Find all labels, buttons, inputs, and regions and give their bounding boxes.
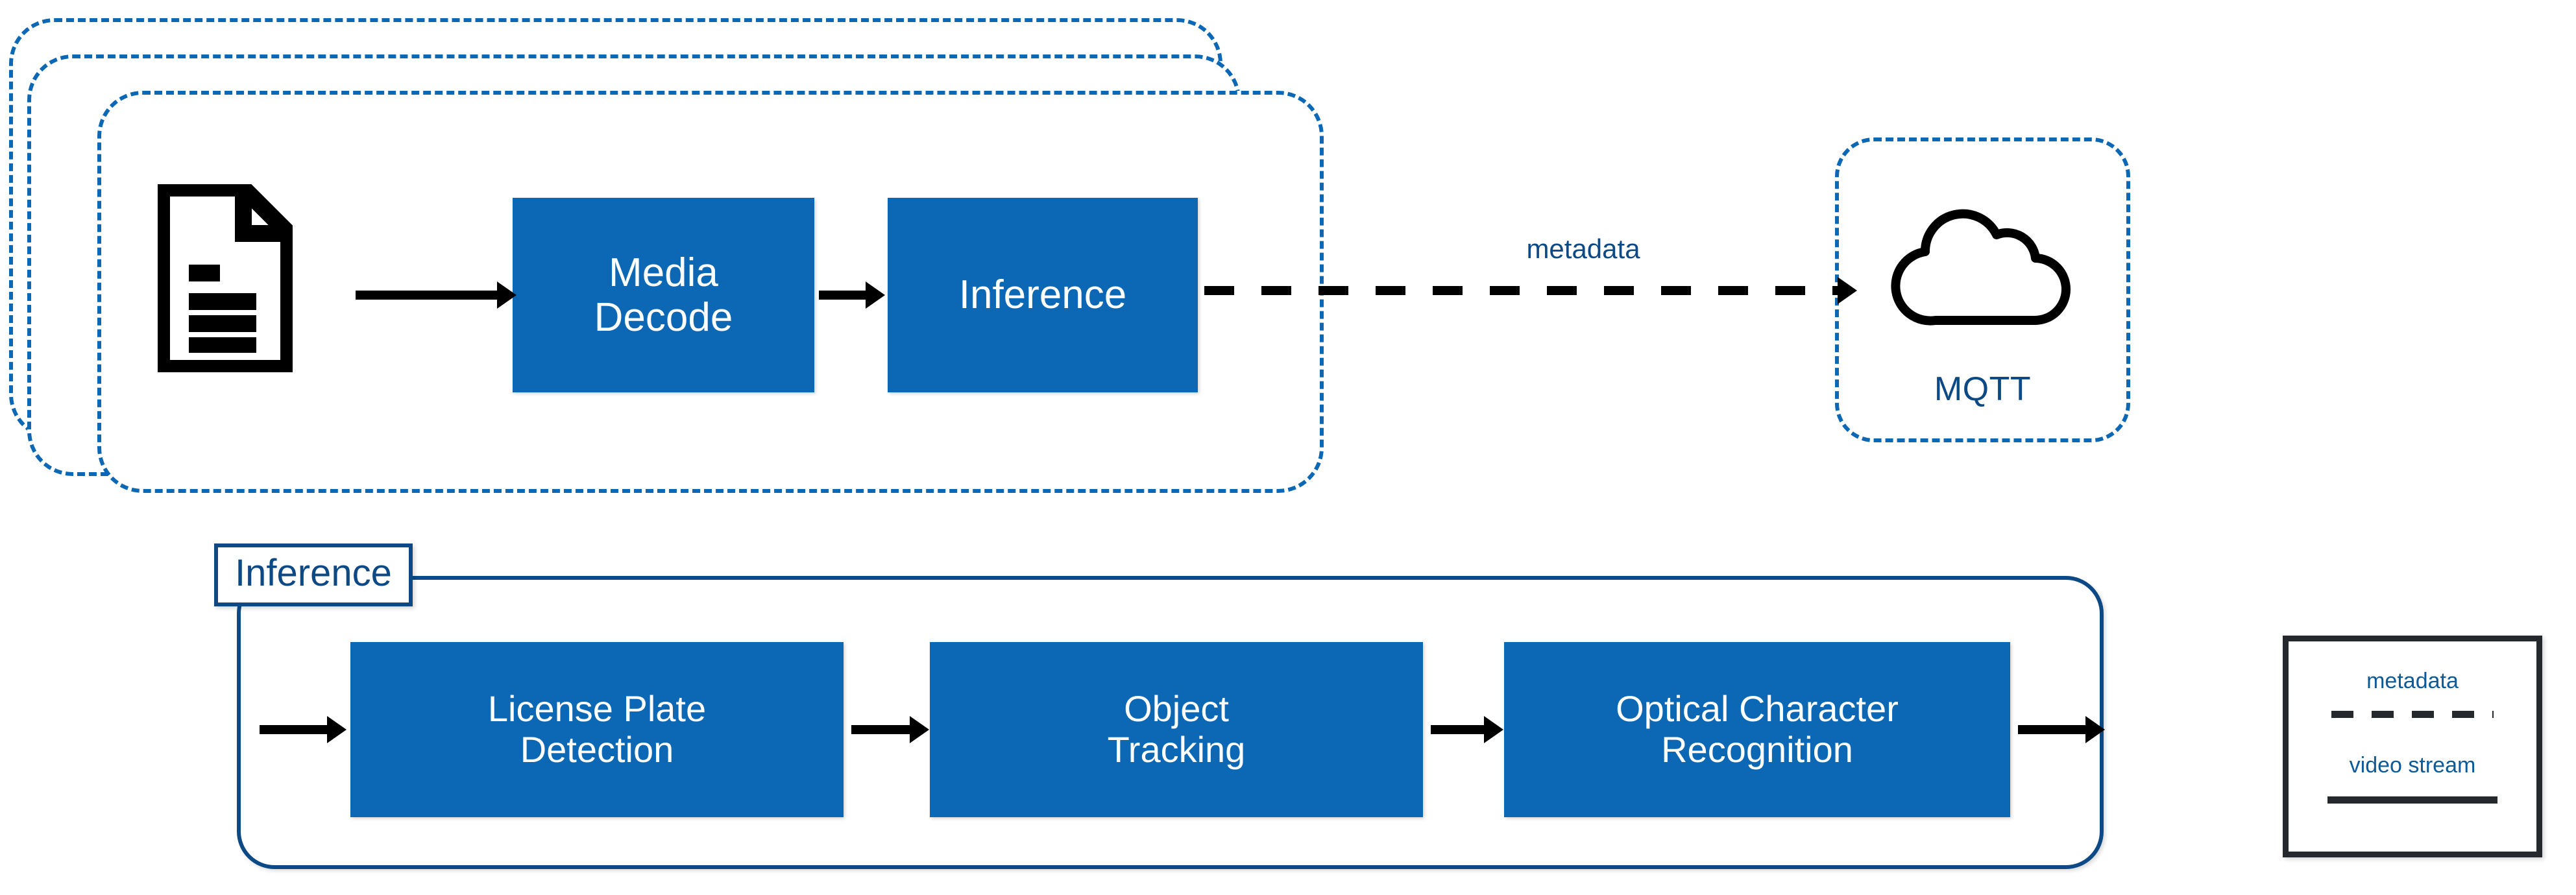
arrow-out-of-ocr [2018, 725, 2088, 734]
inference-group-label: Inference [214, 543, 413, 606]
edge-label-metadata: metadata [1526, 233, 1640, 264]
block-ocr-line2: Recognition [1661, 729, 1853, 770]
block-ocr-line1: Optical Character [1616, 688, 1899, 730]
mqtt-container[interactable]: MQTT [1835, 137, 2130, 442]
cloud-icon [1889, 201, 2077, 334]
arrow-lpd-to-object-tracking [851, 725, 912, 734]
block-object-tracking[interactable]: Object Tracking [930, 642, 1423, 817]
block-media-decode-line2: Decode [594, 295, 733, 340]
legend-label-video-stream: video stream [2349, 753, 2476, 778]
arrow-into-license-plate-detection [260, 725, 330, 734]
arrow-inference-to-mqtt-dashed [1204, 286, 1840, 295]
block-media-decode[interactable]: Media Decode [513, 198, 814, 392]
block-license-plate-detection-line2: Detection [520, 729, 674, 770]
block-object-tracking-line2: Tracking [1107, 729, 1246, 770]
document-icon [153, 180, 297, 377]
legend-swatch-dashed [2331, 711, 2494, 718]
block-media-decode-line1: Media [609, 250, 718, 295]
arrow-media-decode-to-inference [819, 291, 868, 300]
block-inference-label: Inference [958, 272, 1127, 318]
arrow-tracking-to-ocr [1431, 725, 1487, 734]
arrow-document-to-media-decode [356, 291, 500, 300]
mqtt-label: MQTT [1934, 370, 2032, 408]
legend: metadata video stream [2283, 636, 2542, 857]
block-inference[interactable]: Inference [888, 198, 1198, 392]
legend-swatch-solid [2327, 796, 2497, 804]
block-object-tracking-line1: Object [1124, 688, 1229, 730]
block-license-plate-detection[interactable]: License Plate Detection [350, 642, 844, 817]
legend-label-metadata: metadata [2366, 669, 2459, 693]
block-license-plate-detection-line1: License Plate [487, 688, 707, 730]
block-optical-character-recognition[interactable]: Optical Character Recognition [1504, 642, 2010, 817]
